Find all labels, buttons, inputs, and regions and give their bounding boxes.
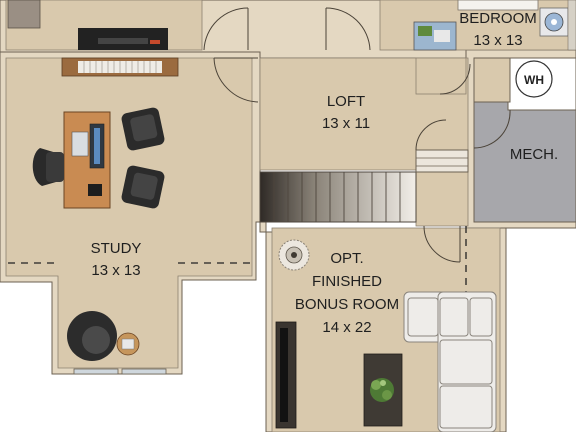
study-size: 13 x 13 (91, 262, 140, 279)
lounge-chair (67, 311, 117, 361)
side-table (116, 332, 140, 356)
loft-name: LOFT (327, 93, 365, 110)
loft-size: 13 x 11 (322, 115, 370, 132)
tv-stand (275, 321, 297, 429)
bedroom-bed (457, 0, 539, 11)
bonus-line-2: FINISHED (312, 273, 382, 290)
bonus-line-1: OPT. (330, 250, 363, 267)
water-heater-icon: WH (515, 60, 553, 98)
top-left-furniture-piece (7, 0, 41, 29)
floors (5, 0, 576, 432)
windows (73, 368, 167, 375)
study-desk (63, 111, 111, 209)
bedroom-side-strip (567, 0, 576, 51)
bonus-size: 14 x 22 (322, 319, 371, 336)
mech-name: MECH. (510, 146, 558, 163)
water-heater-label: WH (524, 73, 544, 87)
plant-icon (370, 378, 394, 402)
study-name: STUDY (91, 240, 142, 257)
door-swings (203, 7, 511, 263)
staircase (259, 149, 469, 223)
bonus-line-3: BONUS ROOM (295, 296, 399, 313)
tv-console (78, 28, 168, 50)
bedroom-size: 13 x 13 (473, 32, 522, 49)
guest-chair-bottom (121, 165, 165, 209)
closet-floor (415, 57, 467, 95)
sectional-sofa (403, 291, 497, 432)
bedroom-nightstand-left (413, 21, 457, 51)
bedroom-name: BEDROOM (459, 10, 537, 27)
cd-icon (539, 7, 569, 37)
mech-room-wall-top (473, 57, 511, 103)
desk-chair (32, 148, 64, 186)
ceiling-fixture-icon (278, 239, 310, 271)
guest-chair-top (121, 107, 165, 151)
bookshelf (61, 57, 179, 77)
